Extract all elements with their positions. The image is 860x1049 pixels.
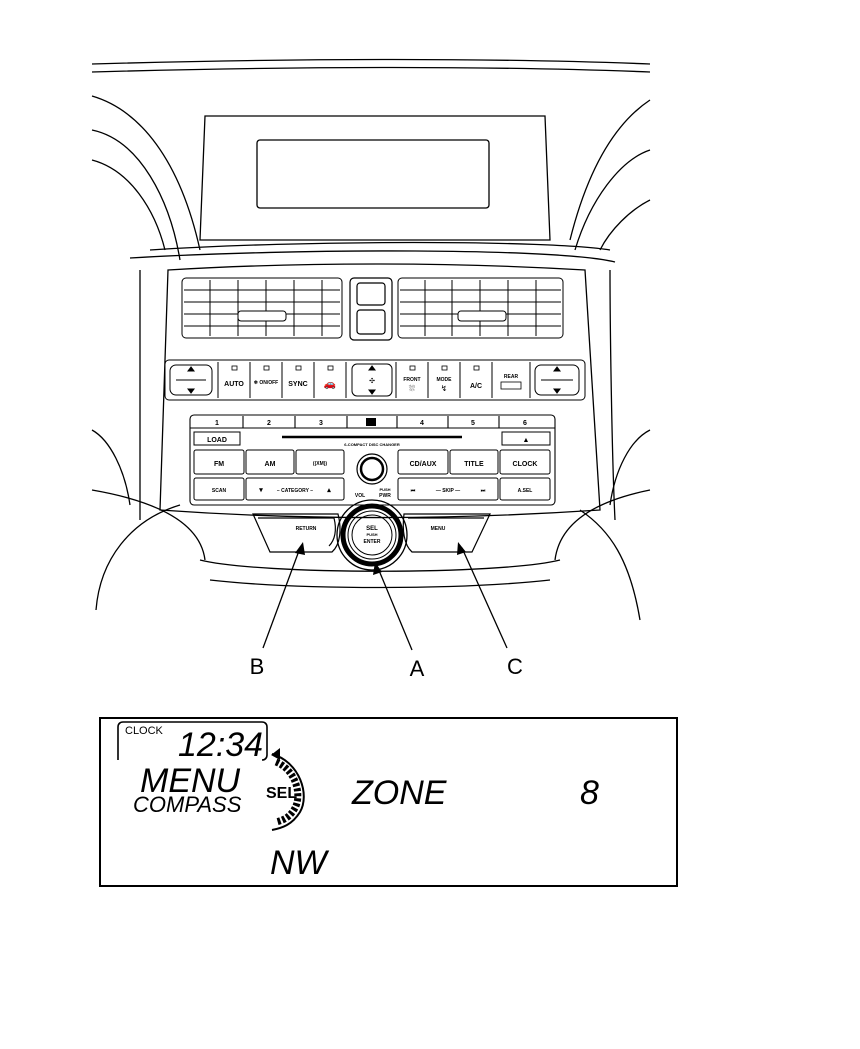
sel-push-label: PUSH — [366, 532, 377, 537]
sel-dial-arrow-icon — [271, 748, 280, 760]
callout-b-arrowhead — [295, 542, 305, 555]
title-button[interactable]: TITLE — [464, 461, 484, 468]
sel-dial-indicator — [271, 753, 305, 831]
am-button[interactable]: AM — [265, 461, 276, 468]
left-air-vent — [181, 277, 343, 339]
compass-indicator: COMPASS — [133, 792, 242, 817]
down-arrow-icon — [187, 388, 195, 394]
up-arrow-icon — [187, 366, 195, 372]
up-arrow-icon — [553, 366, 561, 372]
menu-indicator: MENU — [140, 762, 241, 800]
load-button-box[interactable] — [193, 431, 241, 446]
preset-4-button[interactable]: 4 — [420, 420, 424, 427]
load-button[interactable]: LOAD — [207, 437, 227, 444]
eject-button-box[interactable] — [501, 431, 551, 446]
auto-button[interactable]: AUTO — [224, 381, 244, 388]
sel-indicator: SEL — [266, 785, 297, 802]
preset-1-button[interactable]: 1 — [215, 420, 219, 427]
zone-label: ZONE — [351, 774, 447, 812]
hazard-button[interactable] — [349, 277, 393, 341]
climate-indicators — [231, 365, 480, 371]
preset-buttons: 1 2 3 4 5 6 — [215, 420, 527, 427]
recirculation-icon[interactable]: 🚗 — [324, 379, 336, 390]
temp-right-rocker[interactable] — [534, 364, 580, 396]
center-panel — [159, 263, 601, 519]
preset-3-button[interactable]: 3 — [319, 420, 323, 427]
sync-button[interactable]: SYNC — [288, 381, 307, 388]
fm-button[interactable]: FM — [214, 461, 224, 468]
callout-lines — [262, 547, 508, 651]
audio-button-grid — [193, 449, 551, 501]
clock-frame — [117, 721, 268, 761]
fan-speed-rocker[interactable]: ✣ — [351, 363, 393, 397]
mode-button[interactable]: MODE — [437, 377, 453, 383]
temp-left-rocker[interactable] — [169, 364, 213, 396]
defrost-icon: ⛆ — [409, 384, 416, 393]
climate-controls — [164, 359, 586, 401]
skip-bar[interactable]: — SKIP — — [436, 488, 460, 494]
preset-5-button[interactable]: 5 — [471, 420, 475, 427]
changer-label: 6-COMPACT DISC CHANGER — [344, 442, 400, 447]
onoff-button[interactable]: ❄ ON/OFF — [254, 380, 278, 386]
preset-2-button[interactable]: 2 — [267, 420, 271, 427]
scan-button[interactable]: SCAN — [212, 488, 227, 494]
volume-power-knob[interactable] — [356, 453, 388, 485]
asel-button[interactable]: A.SEL — [518, 488, 533, 494]
compass-direction: NW — [270, 844, 330, 882]
xm-button[interactable]: ((XM)) — [313, 461, 327, 467]
sel-enter-knob[interactable] — [336, 499, 408, 571]
return-button[interactable] — [252, 513, 341, 553]
menu-button[interactable] — [402, 513, 491, 553]
return-label: RETURN — [296, 526, 317, 532]
rear-defrost-button[interactable]: REAR — [504, 374, 519, 380]
down-arrow-icon — [553, 388, 561, 394]
clock-time: 12:34 — [178, 726, 263, 764]
callout-b: B — [250, 654, 265, 679]
sel-label: SEL — [366, 526, 378, 532]
ac-button[interactable]: A/C — [470, 383, 482, 390]
clock-label: CLOCK — [125, 725, 164, 737]
fan-icon: ✣ — [369, 377, 375, 385]
push-label: PUSH — [379, 487, 390, 492]
category-up-icon[interactable]: ▴ — [326, 487, 331, 494]
category-bar[interactable]: − CATEGORY − — [277, 488, 313, 494]
lcd-display — [99, 717, 678, 887]
skip-back-icon[interactable]: ⏮ — [411, 488, 416, 494]
down-arrow-icon — [368, 389, 376, 395]
callout-c: C — [507, 654, 523, 679]
rear-defrost-icon — [500, 381, 522, 390]
disc-indicator-icon — [366, 418, 376, 426]
mode-icon: ↯ — [441, 384, 448, 393]
upper-display-housing — [199, 115, 551, 241]
cdaux-button[interactable]: CD/AUX — [410, 461, 437, 468]
preset-6-button[interactable]: 6 — [523, 420, 527, 427]
zone-value: 8 — [580, 774, 599, 812]
callout-a-arrowhead — [373, 562, 382, 575]
pwr-label: PWR — [379, 493, 391, 499]
vol-label: VOL — [355, 493, 365, 499]
callout-a: A — [410, 656, 425, 681]
category-down-icon[interactable]: ▾ — [258, 487, 263, 494]
clock-button[interactable]: CLOCK — [513, 461, 538, 468]
front-defrost-button[interactable]: FRONT — [403, 377, 420, 383]
right-air-vent — [397, 277, 564, 339]
enter-label: ENTER — [364, 539, 381, 545]
callout-c-arrowhead — [457, 542, 466, 555]
up-arrow-icon — [368, 365, 376, 371]
menu-label: MENU — [431, 526, 446, 532]
skip-forward-icon[interactable]: ⏭ — [481, 488, 486, 494]
eject-icon[interactable]: ▲ — [523, 437, 530, 444]
